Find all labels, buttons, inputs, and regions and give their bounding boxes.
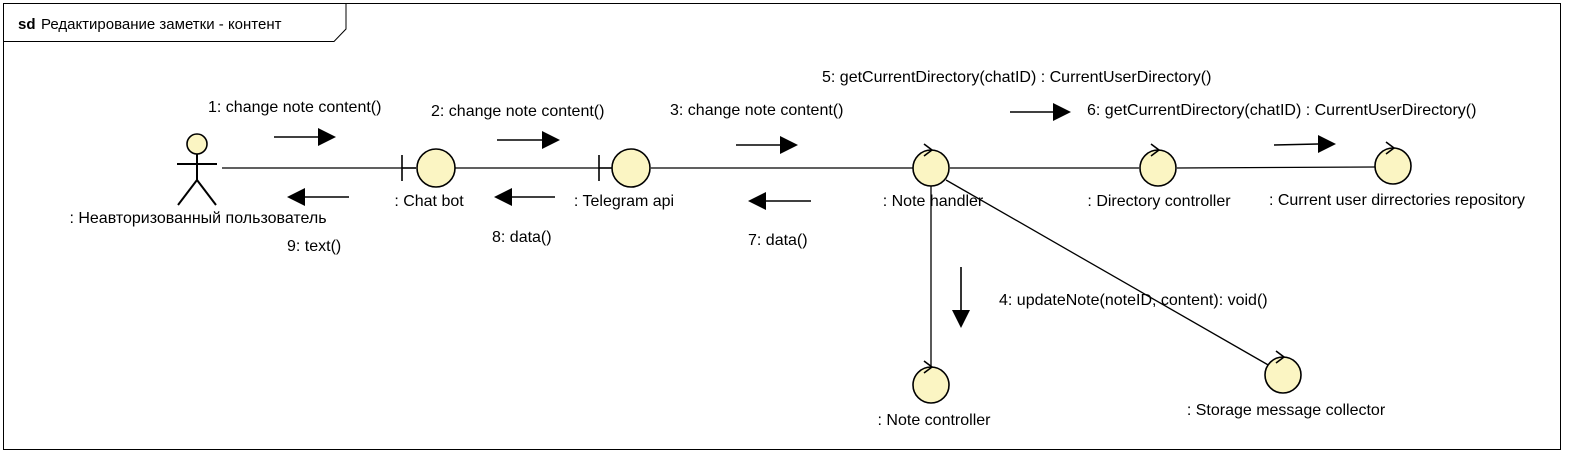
telegram-api-object — [611, 148, 651, 188]
control-icon[interactable] — [1374, 141, 1412, 185]
control-arrowhead — [1150, 143, 1161, 157]
arrow-left-icon — [287, 188, 349, 206]
frame-keyword: sd — [18, 16, 36, 33]
lifeline-label-repository: : Current user dirrectories repository — [1269, 192, 1525, 209]
actor-leg-right — [196, 179, 217, 206]
lifeline-label-user: : Неавторизованный пользователь — [69, 210, 326, 227]
message-8-label: 8: data() — [492, 229, 552, 246]
links — [222, 166, 1376, 367]
frame-title-tab — [3, 3, 347, 42]
diagram-frame — [3, 3, 1561, 450]
arrow-right-icon — [497, 131, 560, 149]
link-notehandler-storagecollector — [945, 179, 1271, 367]
link-dircontroller-repository — [1176, 166, 1376, 169]
message-1-label: 1: change note content() — [208, 99, 381, 116]
frame-title: Редактирование заметки - контент — [41, 16, 282, 33]
arrow-right-icon — [736, 136, 798, 154]
lifeline-label-note-handler: : Note handler — [883, 193, 984, 210]
arrow-down-icon — [952, 267, 970, 328]
boundary-icon[interactable] — [598, 148, 651, 188]
note-handler-object — [912, 149, 950, 187]
arrow-right-icon — [1273, 135, 1336, 153]
boundary-icon[interactable] — [401, 148, 456, 188]
control-arrowhead — [1385, 141, 1396, 155]
message-9-label: 9: text() — [287, 238, 341, 255]
actor-leg-left — [177, 179, 198, 206]
control-icon[interactable] — [1264, 350, 1302, 394]
message-5-label: 5: getCurrentDirectory(chatID) : Current… — [822, 69, 1211, 86]
control-icon[interactable] — [912, 360, 950, 404]
message-4-label: 4: updateNote(noteID, content): void() — [999, 292, 1268, 309]
message-2-label: 2: change note content() — [431, 103, 604, 120]
storage-collector-object — [1264, 356, 1302, 394]
actor-head — [186, 133, 208, 155]
chat-bot-object — [416, 148, 456, 188]
note-controller-object — [912, 366, 950, 404]
arrow-left-icon — [494, 188, 555, 206]
lifeline-label-directory-controller: : Directory controller — [1087, 193, 1231, 210]
actor-user[interactable] — [177, 133, 217, 206]
message-6-label: 6: getCurrentDirectory(chatID) : Current… — [1087, 102, 1476, 119]
arrow-left-icon — [748, 192, 811, 210]
directory-controller-object — [1139, 149, 1177, 187]
repository-object — [1374, 147, 1412, 185]
message-3-label: 3: change note content() — [670, 102, 843, 119]
control-arrowhead — [923, 143, 934, 157]
lifeline-label-telegram-api: : Telegram api — [574, 193, 674, 210]
lifeline-label-storage-collector: : Storage message collector — [1187, 402, 1386, 419]
control-icon[interactable] — [912, 143, 950, 187]
arrow-right-icon — [274, 128, 336, 146]
lifeline-label-note-controller: : Note controller — [878, 412, 992, 429]
message-arrows — [274, 103, 1336, 328]
message-7-label: 7: data() — [748, 232, 808, 249]
control-arrowhead — [1275, 350, 1286, 364]
control-icon[interactable] — [1139, 143, 1177, 187]
arrow-right-icon — [1010, 103, 1071, 121]
control-arrowhead — [923, 360, 934, 374]
lifeline-label-chat-bot: : Chat bot — [394, 193, 464, 210]
